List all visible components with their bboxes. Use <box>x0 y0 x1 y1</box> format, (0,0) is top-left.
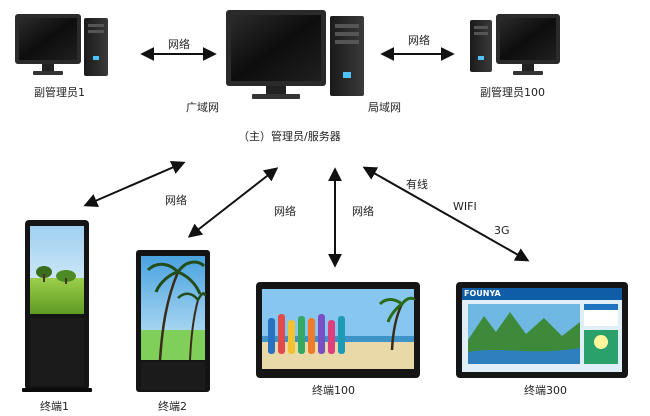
computer-main-server <box>226 10 364 99</box>
computer-sub-admin-100 <box>470 14 560 75</box>
label-sub-admin-1: 副管理员1 <box>34 86 85 99</box>
arrow-to-t1 <box>83 161 186 207</box>
label-wired: 有线 <box>406 178 428 191</box>
label-terminal-100: 终端100 <box>312 384 355 397</box>
label-net-t1: 网络 <box>165 194 187 207</box>
computer-sub-admin-1 <box>15 14 108 76</box>
terminal-2-kiosk <box>136 250 210 392</box>
arrow-to-t2 <box>187 167 279 238</box>
label-main-server: （主）管理员/服务器 <box>238 130 341 143</box>
terminal-1-kiosk <box>22 220 92 392</box>
label-wan: 广域网 <box>186 101 219 114</box>
label-terminal-2: 终端2 <box>158 400 187 413</box>
screen-brand-text: FOUNYA <box>464 289 501 298</box>
label-terminal-1: 终端1 <box>40 400 69 413</box>
label-network-left: 网络 <box>168 38 190 51</box>
label-3g: 3G <box>494 224 510 237</box>
terminal-300-screen <box>456 282 628 378</box>
arrow-to-t300 <box>362 166 530 262</box>
label-net-t2: 网络 <box>274 205 296 218</box>
label-lan: 局域网 <box>368 101 401 114</box>
label-network-right: 网络 <box>408 34 430 47</box>
terminal-100-screen <box>256 282 420 378</box>
label-wifi: WIFI <box>453 200 477 213</box>
label-terminal-300: 终端300 <box>524 384 567 397</box>
label-sub-admin-100: 副管理员100 <box>480 86 545 99</box>
arrows <box>83 47 530 268</box>
label-net-t100: 网络 <box>352 205 374 218</box>
